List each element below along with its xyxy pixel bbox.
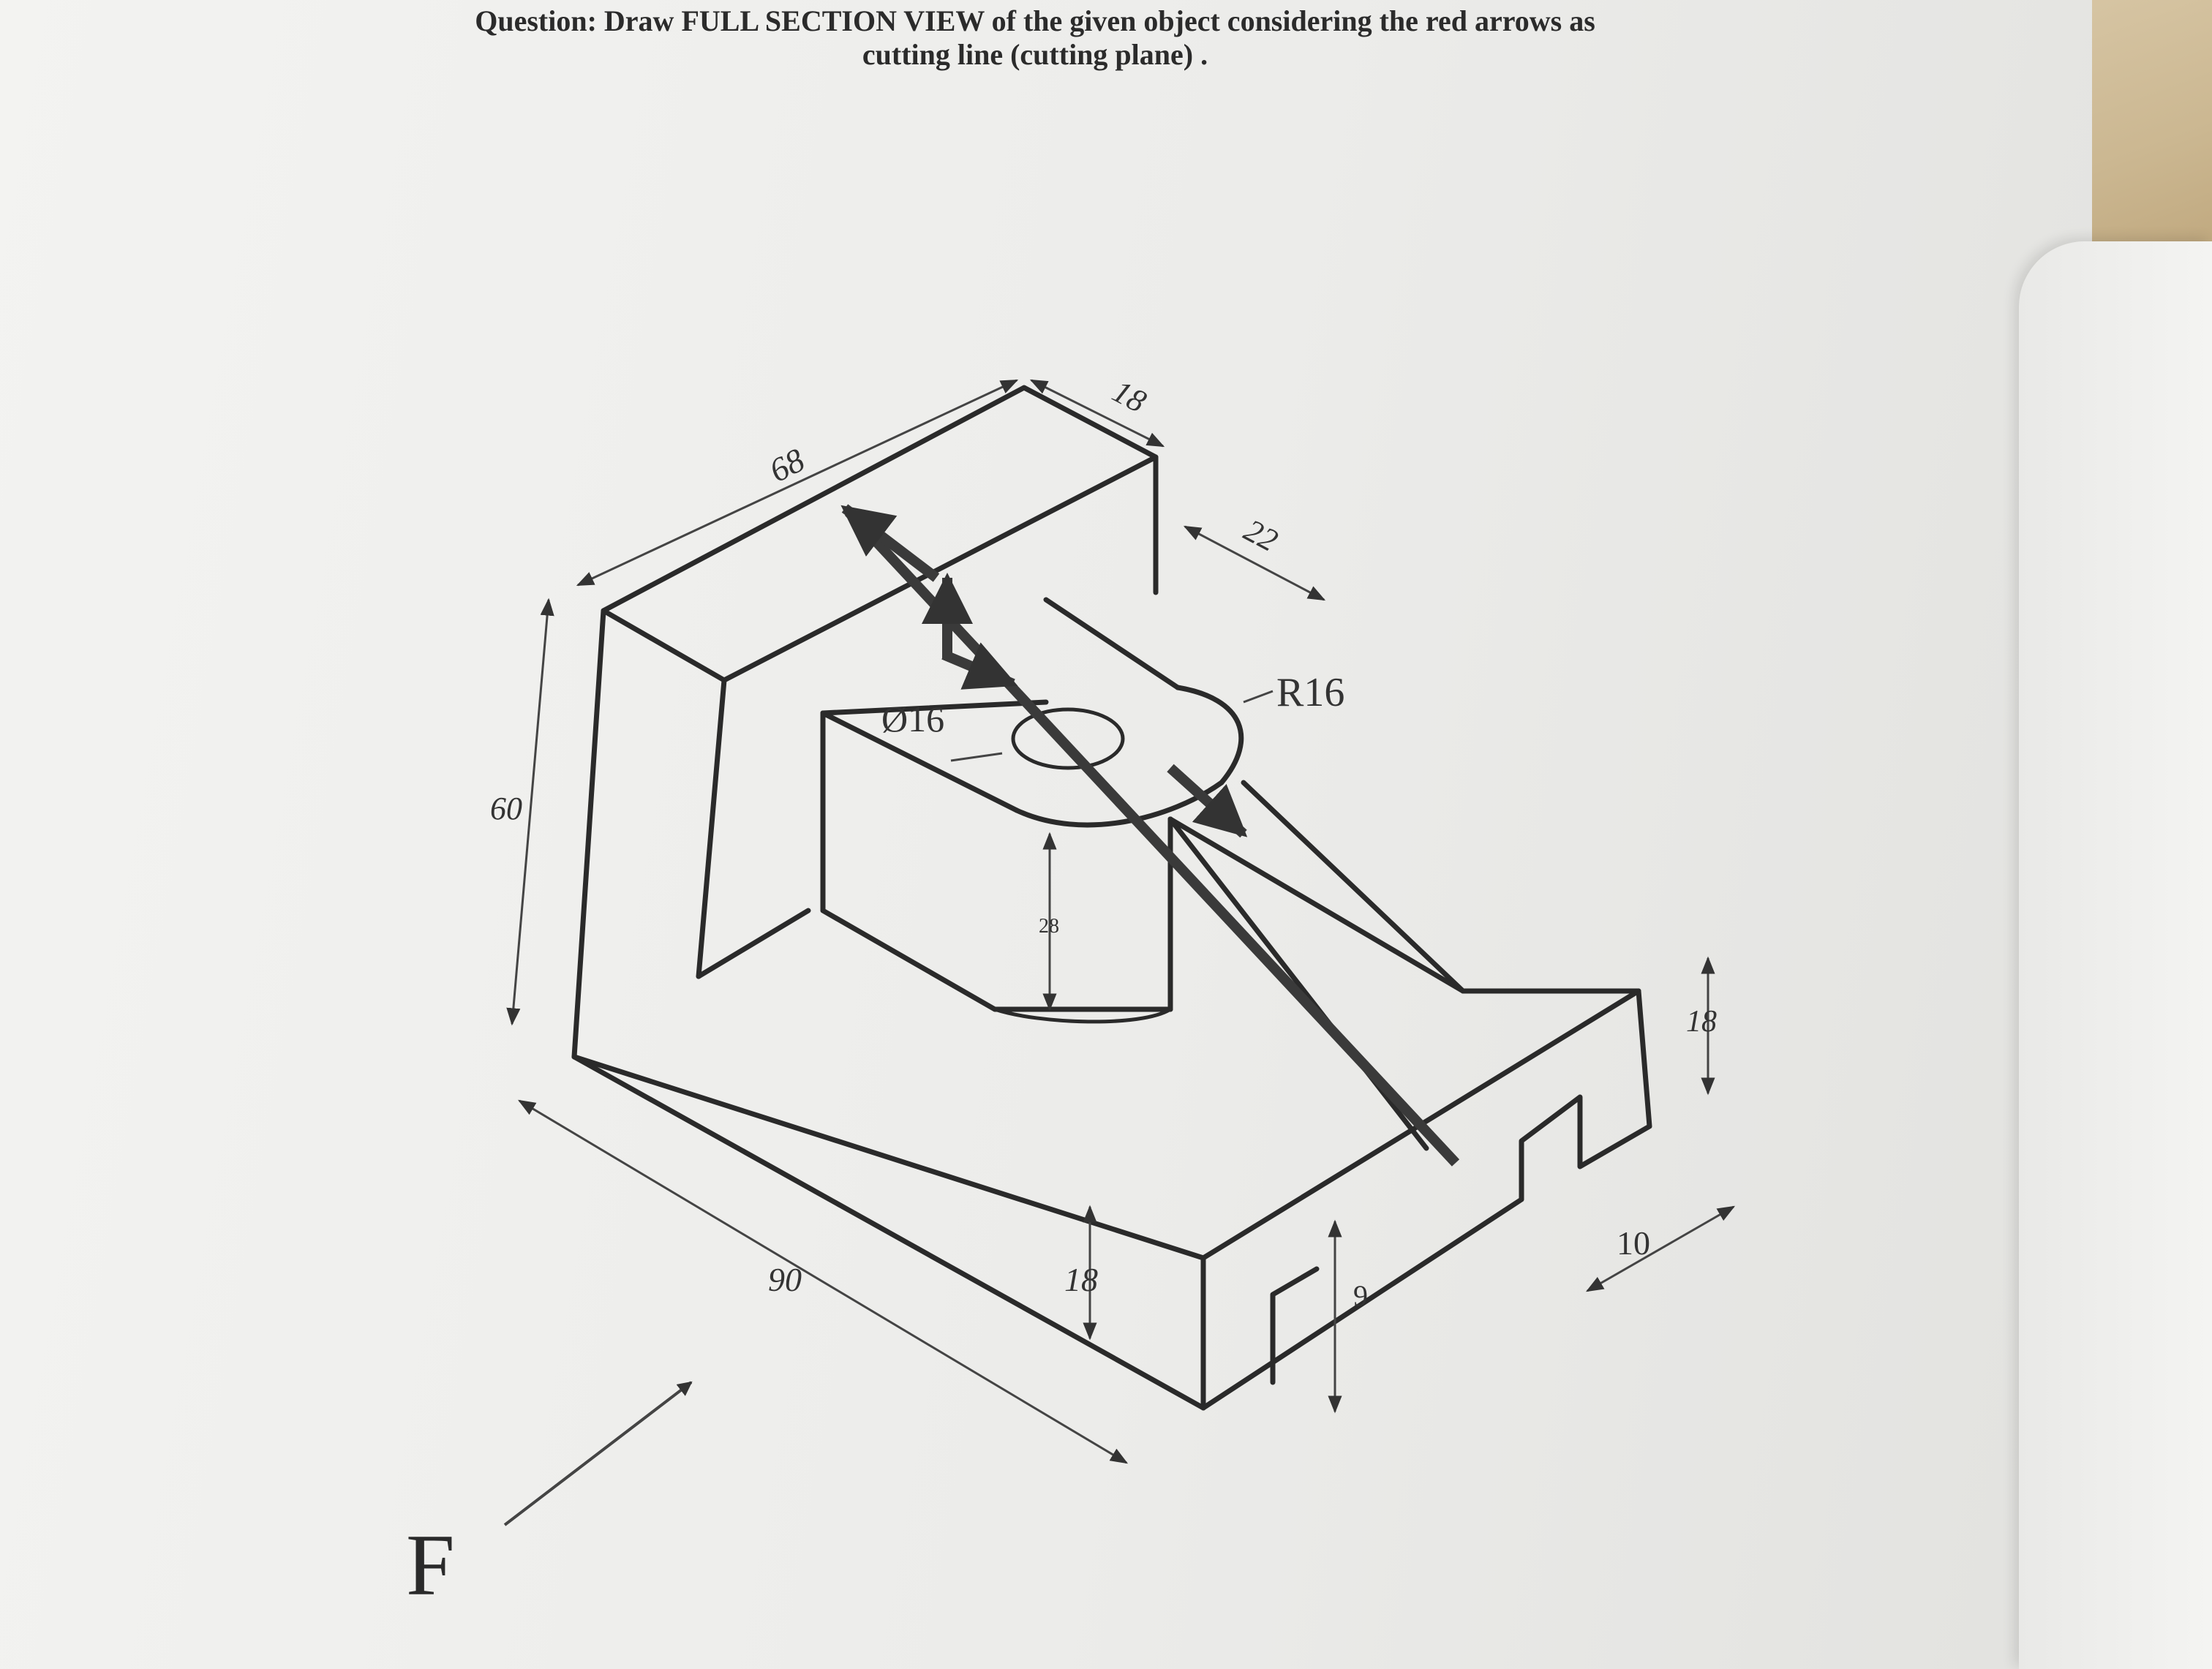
boss-top-left-edge	[820, 699, 1049, 716]
dim-10-line	[1585, 1205, 1736, 1292]
hole-ellipse	[1011, 707, 1125, 770]
dim-90-text: 90	[768, 1261, 802, 1298]
dim-28-text: 28	[1039, 915, 1059, 938]
dim-60-line	[506, 598, 554, 1026]
dim-90-line	[517, 1099, 1129, 1464]
dim-18-right-text: 18	[1686, 1005, 1717, 1039]
base-front-face	[571, 1054, 1206, 1411]
cutting-arrow-middle	[941, 642, 1018, 690]
cutting-arrow-lower	[1167, 764, 1248, 838]
view-label-F: F	[406, 1516, 455, 1613]
back-wall-inner-edge	[696, 677, 727, 979]
base-right-face	[1200, 988, 1652, 1411]
rib-right-edge	[1241, 780, 1466, 994]
dim-22-text: 22	[1238, 512, 1284, 559]
cutting-line-main	[844, 508, 1460, 1167]
dim-68-line	[576, 379, 1019, 587]
dim-18-top-line	[1029, 379, 1165, 448]
dim-18-top-text: 18	[1107, 373, 1152, 420]
dim-18-front-text: 18	[1064, 1261, 1098, 1298]
dimension-lines	[503, 379, 1736, 1526]
hole-leader	[950, 752, 1003, 762]
dim-9-text: 9	[1353, 1279, 1368, 1312]
boss-top-arc	[1014, 685, 1244, 828]
boss-bottom-arc	[993, 1007, 1173, 1024]
view-direction-arrow	[503, 1381, 693, 1526]
rib-left-edge	[1167, 816, 1429, 1151]
cutting-plane-line	[840, 504, 1460, 1167]
r16-leader	[1243, 690, 1274, 704]
base-slot-front	[1270, 1266, 1320, 1385]
curled-page-edge	[2019, 241, 2212, 1669]
question-line-2: cutting line (cutting plane) .	[862, 38, 1208, 71]
boss-top-front-edge	[820, 710, 1020, 813]
dia16-text: Ø16	[881, 698, 944, 739]
r16-text: R16	[1276, 670, 1344, 715]
dim-22-line	[1183, 525, 1326, 601]
question-line-1: Question: Draw FULL SECTION VIEW of the …	[475, 4, 1595, 37]
object-outline	[571, 385, 1652, 1411]
question-text: Question: Draw FULL SECTION VIEW of the …	[300, 4, 1770, 72]
cutting-arrow-upper	[840, 504, 940, 582]
base-top-far-edge	[1167, 816, 1641, 994]
back-wall-boss-edge	[1043, 597, 1181, 690]
back-wall-front-face	[571, 608, 606, 1060]
dim-68-text: 68	[764, 441, 810, 489]
dim-60-text: 60	[490, 791, 522, 826]
dim-10-text: 10	[1617, 1224, 1650, 1262]
base-left-top-edge	[696, 908, 811, 979]
base-front-top-edge	[571, 1054, 1206, 1261]
boss-front-face	[820, 710, 1173, 1012]
